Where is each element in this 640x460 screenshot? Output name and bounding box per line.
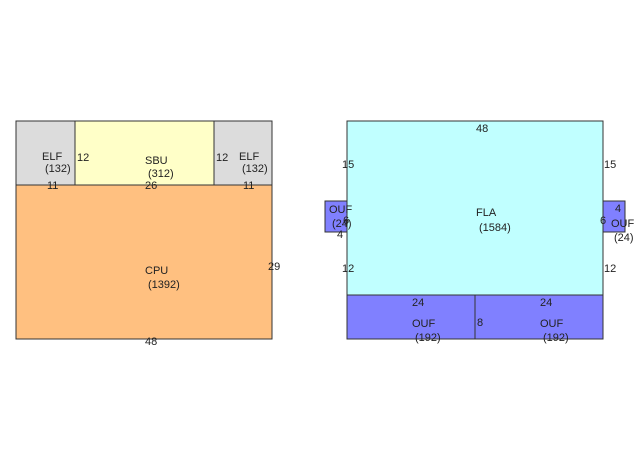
area-ouf-left-small <box>324 200 348 233</box>
area-cpu-code: CPU <box>145 265 168 277</box>
dim-elf-left-right: 12 <box>77 152 89 164</box>
dim-elf-right-left: 12 <box>216 152 228 164</box>
dim-ouf-right-side: 4 <box>615 203 621 215</box>
dim-cpu-right: 29 <box>268 261 280 273</box>
area-elf-left-code: ELF <box>42 151 62 163</box>
area-cpu-sqft: (1392) <box>148 279 180 291</box>
area-ouf-right-small-code: OUF <box>611 218 635 230</box>
dim-elf-right-bottom: 11 <box>243 180 254 192</box>
area-ouf-right-small-sqft: (24) <box>614 232 634 244</box>
area-ouf-bottom-right-sqft: (192) <box>543 332 569 344</box>
dim-elf-left-bottom: 11 <box>47 180 58 192</box>
dim-fla-right-lower: 12 <box>604 263 616 275</box>
area-elf-left <box>15 120 76 186</box>
area-elf-right <box>213 120 273 186</box>
area-elf-left-sqft: (132) <box>45 163 71 175</box>
area-elf-right-sqft: (132) <box>242 163 268 175</box>
dim-fla-left-upper: 15 <box>342 159 354 171</box>
area-ouf-bottom-right-code: OUF <box>540 318 564 330</box>
dim-sbu-bottom: 26 <box>145 180 157 192</box>
area-sbu-sqft: (312) <box>148 168 174 180</box>
dim-fla-left-lower: 12 <box>342 263 354 275</box>
area-ouf-left-small-sqft: (24) <box>332 218 352 230</box>
dim-cpu-bottom: 48 <box>145 336 157 348</box>
area-fla-sqft: (1584) <box>479 222 511 234</box>
area-ouf-bottom-right <box>474 294 604 340</box>
area-ouf-right-small <box>602 200 626 233</box>
dim-ouf-left-side: 4 <box>337 229 343 241</box>
dim-ouf-bottom-right-top: 24 <box>540 297 552 309</box>
area-fla <box>346 120 604 296</box>
area-ouf-bottom-left <box>346 294 476 340</box>
dim-fla-right-upper: 15 <box>604 159 616 171</box>
left-sketch: ELF (132) SBU (312) ELF (132) CPU (1392)… <box>15 120 280 348</box>
dim-ouf-bottom-left-top: 24 <box>412 297 424 309</box>
area-cpu <box>15 184 273 340</box>
right-sketch: FLA (1584) OUF (24) OUF (24) OUF (192) O… <box>324 120 635 344</box>
area-sbu <box>74 120 215 186</box>
area-sbu-code: SBU <box>145 155 168 167</box>
dim-ouf-bottom-middle: 8 <box>477 317 483 329</box>
dim-fla-top: 48 <box>476 123 488 135</box>
area-fla-code: FLA <box>476 207 497 219</box>
dim-ouf-right-inner: 6 <box>600 215 606 227</box>
area-ouf-left-small-code: OUF <box>329 204 353 216</box>
area-ouf-bottom-left-code: OUF <box>412 318 436 330</box>
area-elf-right-code: ELF <box>239 151 259 163</box>
dim-ouf-left-inner: 6 <box>343 215 349 227</box>
area-ouf-bottom-left-sqft: (192) <box>415 332 441 344</box>
